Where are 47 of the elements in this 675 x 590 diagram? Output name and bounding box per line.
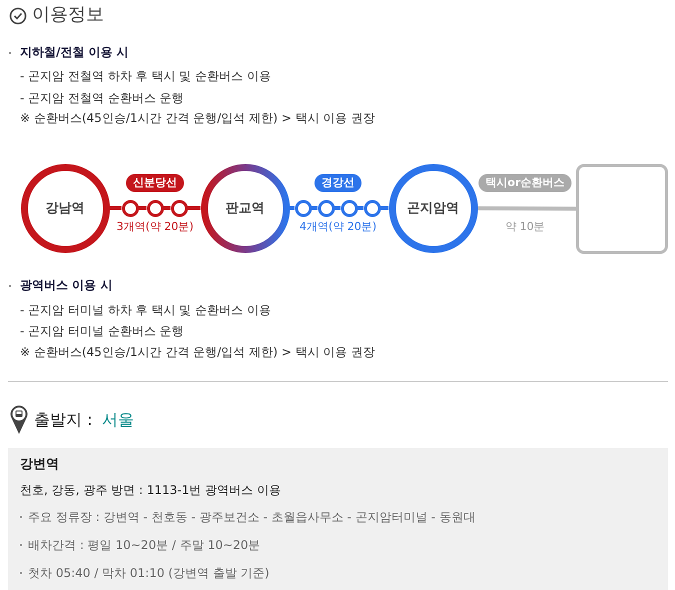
stop-circle [364,200,380,216]
info-text: - 곤지암 터미널 하차 후 택시 및 순환버스 이용 [20,302,271,318]
travel-time: 약 10분 [505,219,545,235]
route-line [138,206,146,210]
station-name: 판교역 [224,200,266,217]
departure-label: 출발지 : [34,410,92,430]
info-text: - 곤지암 터미널 순환버스 운행 [20,323,184,339]
stop-circle [122,200,138,216]
info-text: ※ 순환버스(45인승/1시간 간격 운행/입석 제한) > 택시 이용 권장 [20,110,375,126]
departure-city: 서울 [102,410,134,430]
travel-time: 4개역(약 20분) [299,219,377,235]
station-name: 곤지암역 [406,200,460,217]
info-panel [8,448,668,590]
route-line [334,206,340,210]
bullet-text: 첫차 05:40 / 막차 01:10 (강변역 출발 기준) [28,565,270,581]
stop-circle [340,200,358,216]
route-line [110,206,122,210]
travel-time: 3개역(약 20분) [116,219,194,235]
subsection-heading: 광역버스 이용 시 [20,277,112,293]
stop-circle [318,200,334,216]
station-circle [20,164,110,252]
stop-circle [146,200,164,216]
route-line [312,206,318,210]
bullet-text: 주요 정류장 : 강변역 - 천호동 - 광주보건소 - 초월읍사무소 - 곤지암터미널 - 동원대 [28,509,476,525]
info-text: ※ 순환버스(45인승/1시간 간격 운행/입석 제한) > 택시 이용 권장 [20,344,375,360]
info-text: - 곤지암 전철역 순환버스 운행 [20,90,184,106]
route-line [358,206,364,210]
stop-circle [170,200,188,216]
stop-name: 강변역 [20,457,59,473]
station-circle [200,164,290,252]
station-name: 강남역 [44,200,86,217]
route-description: 천호, 강동, 광주 방면 : 1113-1번 광역버스 이용 [20,482,281,498]
bullet-text: 배차간격 : 평일 10~20분 / 주말 10~20분 [28,537,260,553]
route-line [477,206,576,211]
line-badge: 택시or순환버스 [478,174,572,192]
section-heading: 이용정보 [32,4,104,26]
line-badge: 신분당선 [126,174,184,192]
stop-circle [294,200,312,216]
line-badge: 경강선 [314,174,362,192]
info-text: - 곤지암 전철역 하차 후 택시 및 순환버스 이용 [20,68,271,84]
route-line [188,206,200,210]
route-line [290,206,294,210]
station-circle [388,164,478,252]
route-line [380,206,388,210]
route-line [164,206,170,210]
subsection-heading: 지하철/전철 이용 시 [20,44,129,60]
destination-box [576,164,668,254]
